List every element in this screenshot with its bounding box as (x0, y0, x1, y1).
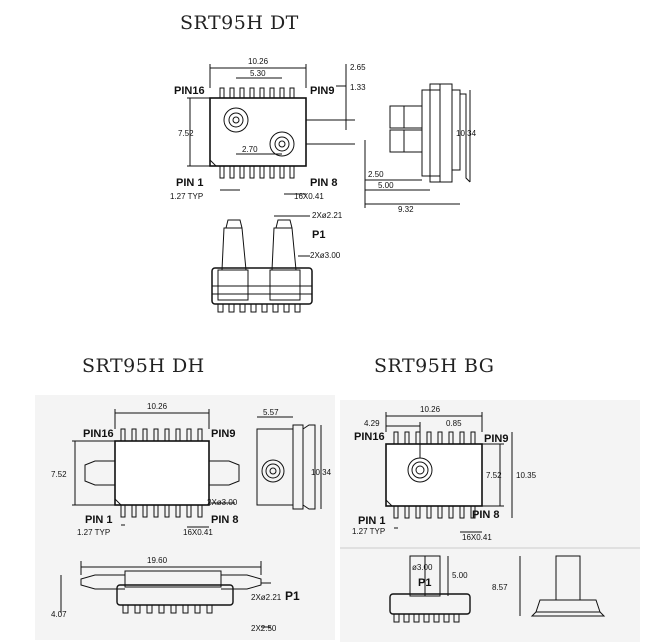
dt-dim-932: 9.32 (398, 205, 414, 214)
dt-drawing: PIN16 PIN9 PIN 1 PIN 8 P1 10.26 5.30 2.6… (170, 57, 477, 313)
dh-port-left (84, 460, 115, 486)
bg-pin16-label: PIN16 (354, 431, 385, 443)
dt-pin16-label: PIN16 (174, 85, 205, 97)
dt-pin8-label: PIN 8 (310, 177, 338, 189)
dt-port-2 (269, 131, 295, 157)
bg-body (385, 443, 483, 507)
dt-dim-300: 2Xø3.00 (310, 251, 341, 260)
dt-front-view (211, 219, 313, 313)
dh-body (114, 440, 210, 506)
dt-drawing-panel: PIN16 PIN9 PIN 1 PIN 8 P1 10.26 5.30 2.6… (160, 50, 485, 320)
dt-dim-500: 5.00 (378, 181, 394, 190)
title-srt95h-dt: SRT95H DT (180, 12, 299, 34)
dh-dim-407: 4.07 (51, 610, 67, 619)
dt-dim-250: 2.50 (368, 170, 384, 179)
bg-front-view (389, 555, 471, 623)
dt-dim-pitch: 1.27 TYP (170, 192, 203, 201)
dh-drawing: PIN16 PIN9 PIN 1 PIN 8 P1 10.26 5.57 7.5… (35, 395, 335, 640)
bg-pin1-label: PIN 1 (358, 515, 386, 527)
bg-dim-500: 5.00 (452, 571, 468, 580)
dt-dim-1034: 10.34 (456, 129, 477, 138)
bg-p1-label: P1 (418, 577, 431, 589)
dt-dim-221: 2Xø2.21 (312, 211, 343, 220)
bg-dim-752: 7.52 (486, 471, 502, 480)
bg-dim-085: 0.85 (446, 419, 462, 428)
bg-dim-429: 4.29 (364, 419, 380, 428)
dt-pin1-label: PIN 1 (176, 177, 204, 189)
title-srt95h-bg: SRT95H BG (374, 355, 495, 377)
dh-dim-221: 2Xø2.21 (251, 593, 282, 602)
dt-dim-752: 7.52 (178, 129, 194, 138)
dh-dim-pitch: 1.27 TYP (77, 528, 110, 537)
dt-dim-width: 10.26 (248, 57, 269, 66)
dt-top-pins (219, 87, 295, 99)
dh-pin1-label: PIN 1 (85, 514, 113, 526)
dh-dim-300: 2Xø3.00 (207, 498, 238, 507)
dt-bottom-pins (219, 165, 295, 179)
dh-pin8-label: PIN 8 (211, 514, 239, 526)
dt-dim-530: 5.30 (250, 69, 266, 78)
bg-dim-pitch: 1.27 TYP (352, 527, 385, 536)
dh-p1-label: P1 (285, 589, 300, 603)
bg-pin8-label: PIN 8 (472, 509, 500, 521)
bg-dim-pins: 16X0.41 (462, 533, 492, 542)
dh-dim-752: 7.52 (51, 470, 67, 479)
bg-pin9-label: PIN9 (484, 433, 508, 445)
dh-dim-pins: 16X0.41 (183, 528, 213, 537)
dt-body (209, 97, 307, 167)
bg-drawing: PIN16 PIN9 PIN 1 PIN 8 P1 10.26 4.29 0.8… (340, 400, 640, 642)
dt-side-view (389, 83, 471, 183)
dh-port-right (209, 460, 240, 486)
bg-dim-1035: 10.35 (516, 471, 537, 480)
dh-front-view (80, 570, 262, 614)
dh-side-view (256, 424, 316, 510)
bg-dim-300: ø3.00 (412, 563, 433, 572)
bg-drawing-panel: PIN16 PIN9 PIN 1 PIN 8 P1 10.26 4.29 0.8… (340, 400, 640, 642)
dh-pin9-label: PIN9 (211, 428, 235, 440)
dh-dim-250: 2X2.50 (251, 624, 277, 633)
title-srt95h-dh: SRT95H DH (82, 355, 205, 377)
bg-dim-857: 8.57 (492, 583, 508, 592)
bg-dim-width: 10.26 (420, 405, 441, 414)
dh-dim-557: 5.57 (263, 408, 279, 417)
dt-dim-133: 1.33 (350, 83, 366, 92)
dh-pin16-label: PIN16 (83, 428, 114, 440)
dh-dim-1960: 19.60 (147, 556, 168, 565)
dt-p1-label: P1 (312, 229, 325, 241)
dh-dim-1034: 10.34 (311, 468, 332, 477)
dt-dim-265: 2.65 (350, 63, 366, 72)
dh-dim-width: 10.26 (147, 402, 168, 411)
bg-side-view (530, 555, 606, 617)
dh-drawing-panel: PIN16 PIN9 PIN 1 PIN 8 P1 10.26 5.57 7.5… (35, 395, 335, 640)
dt-dim-270: 2.70 (242, 145, 258, 154)
dt-dim-pins: 16X0.41 (294, 192, 324, 201)
dt-port-1 (223, 107, 249, 133)
dt-pin9-label: PIN9 (310, 85, 334, 97)
